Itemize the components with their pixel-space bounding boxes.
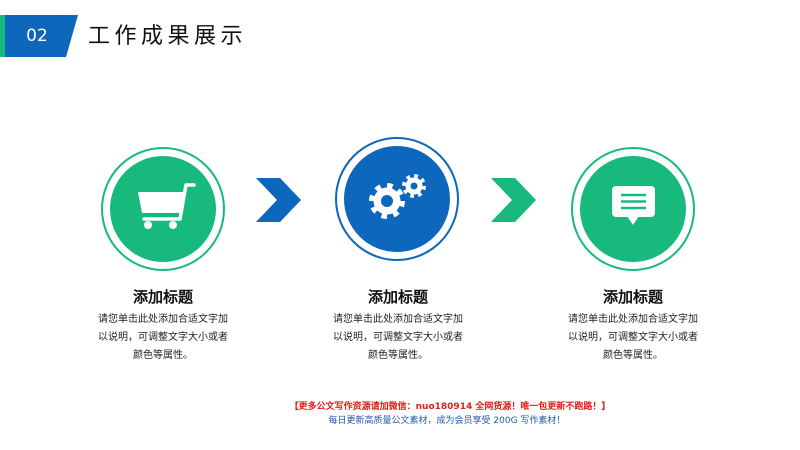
chevron-right-icon xyxy=(256,178,301,222)
step-1-description-line: 颜色等属性。 xyxy=(133,350,193,361)
large-gear-icon xyxy=(369,183,405,219)
step-1-title: 添加标题 xyxy=(132,288,193,306)
small-gear-hole xyxy=(410,182,418,190)
step-1-text: 添加标题 请您单击此处添加合适文字加 以说明，可调整文字大小或者 颜色等属性。 xyxy=(63,289,263,379)
gears-icon xyxy=(369,174,426,219)
step-2-description-line: 以说明，可调整文字大小或者 xyxy=(333,332,463,343)
step-3-description-line: 以说明，可调整文字大小或者 xyxy=(568,332,698,343)
step-2-text: 添加标题 请您单击此处添加合适文字加 以说明，可调整文字大小或者 颜色等属性。 xyxy=(298,289,498,379)
shopping-cart-icon xyxy=(138,183,196,229)
badge-blue-tab xyxy=(5,15,78,57)
large-gear-teeth xyxy=(369,183,405,219)
arrow-1 xyxy=(256,178,301,222)
section-badge-shape xyxy=(0,15,78,57)
step-1-description-line: 以说明，可调整文字大小或者 xyxy=(98,332,228,343)
step-2-description-line: 颜色等属性。 xyxy=(368,350,428,361)
step-2-description-line: 请您单击此处添加合适文字加 xyxy=(333,314,463,325)
step-3-title: 添加标题 xyxy=(602,288,663,306)
step-2-description: 请您单击此处添加合适文字加 以说明，可调整文字大小或者 颜色等属性。 xyxy=(298,311,498,365)
page-title: 工作成果展示 xyxy=(88,24,248,49)
footer-promo-text: 【更多公文写作资源请加微信：nuo180914 全网货源！唯一包更新不跑路！】 xyxy=(289,402,611,412)
footer-note-text: 每日更新高质量公文素材，成为会员享受 200G 写作素材！ xyxy=(328,416,566,426)
chevron-right-icon xyxy=(491,178,536,222)
step-3-description-line: 请您单击此处添加合适文字加 xyxy=(568,314,698,325)
arrow-2 xyxy=(491,178,536,222)
step-1-circle xyxy=(101,147,225,271)
step-3-text: 添加标题 请您单击此处添加合适文字加 以说明，可调整文字大小或者 颜色等属性。 xyxy=(533,289,733,379)
cart-basket xyxy=(138,192,185,213)
step-1-description: 请您单击此处添加合适文字加 以说明，可调整文字大小或者 颜色等属性。 xyxy=(63,311,263,365)
chat-bubble-icon xyxy=(612,186,655,225)
cart-wheel xyxy=(144,221,152,229)
badge-green-stripe xyxy=(0,15,5,57)
step-2-title: 添加标题 xyxy=(367,288,428,306)
small-gear-teeth xyxy=(402,174,426,198)
small-gear-icon xyxy=(402,174,426,198)
step-3-circle xyxy=(571,147,695,271)
step-3-description-line: 颜色等属性。 xyxy=(603,350,663,361)
step-2-circle xyxy=(335,137,459,261)
large-gear-hole xyxy=(381,195,393,207)
cart-handle xyxy=(142,183,196,221)
section-number: 02 xyxy=(26,26,48,46)
chat-bubble-tail xyxy=(627,216,639,225)
section-badge: 02 xyxy=(0,15,80,57)
step-3-description: 请您单击此处添加合适文字加 以说明，可调整文字大小或者 颜色等属性。 xyxy=(533,311,733,365)
cart-wheel xyxy=(169,221,177,229)
step-1-description-line: 请您单击此处添加合适文字加 xyxy=(98,314,228,325)
